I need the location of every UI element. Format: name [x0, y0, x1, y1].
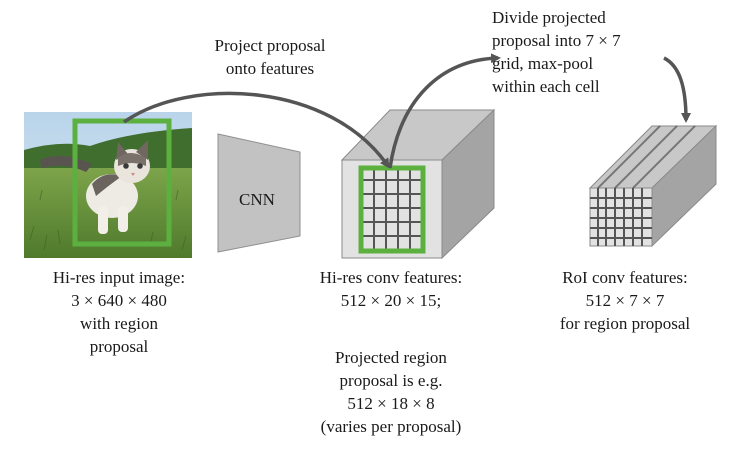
caption-line: 512 × 20 × 15; — [340, 291, 442, 310]
cnn-label: CNN — [239, 190, 275, 209]
caption-line: RoI conv features: — [562, 268, 688, 287]
caption-line: Hi-res conv features: — [319, 268, 463, 287]
roi-grid — [590, 125, 696, 246]
divide-annotation-line: within each cell — [492, 77, 600, 96]
caption-line: 512 × 7 × 7 — [585, 291, 665, 310]
divide-arrow-in — [663, 56, 691, 123]
input-image-caption: Hi-res input image: 3 × 640 × 480 with r… — [4, 266, 234, 358]
note-line: Projected region — [335, 348, 447, 367]
projected-proposal-box — [358, 165, 426, 254]
note-line: 512 × 18 × 8 — [347, 394, 435, 413]
caption-line: with region — [80, 314, 158, 333]
project-annotation-line: Project proposal — [214, 36, 326, 55]
project-annotation-line: onto features — [225, 59, 315, 78]
divide-annotation-line: proposal into 7 × 7 — [492, 31, 621, 50]
caption-line: 3 × 640 × 480 — [71, 291, 167, 310]
note-line: proposal is e.g. — [339, 371, 443, 390]
projected-region-note: Projected region proposal is e.g. 512 × … — [286, 346, 496, 438]
caption-line: for region proposal — [559, 314, 691, 333]
conv-features-caption: Hi-res conv features: 512 × 20 × 15; — [286, 266, 496, 312]
project-annotation: Project proposal onto features — [176, 34, 364, 80]
proposal-box — [72, 118, 172, 247]
projected-proposal-grid — [362, 170, 422, 250]
note-line: (varies per proposal) — [320, 417, 462, 436]
project-arrow — [123, 91, 390, 169]
divide-annotation: Divide projected proposal into 7 × 7 gri… — [492, 6, 662, 98]
caption-line: proposal — [89, 337, 149, 356]
divide-annotation-line: grid, max-pool — [492, 54, 594, 73]
divide-annotation-line: Divide projected — [492, 8, 606, 27]
divide-arrow-out — [388, 53, 501, 169]
caption-line: Hi-res input image: — [52, 268, 186, 287]
input-image — [24, 112, 192, 258]
cnn-block — [217, 133, 301, 253]
roi-features-caption: RoI conv features: 512 × 7 × 7 for regio… — [520, 266, 730, 335]
